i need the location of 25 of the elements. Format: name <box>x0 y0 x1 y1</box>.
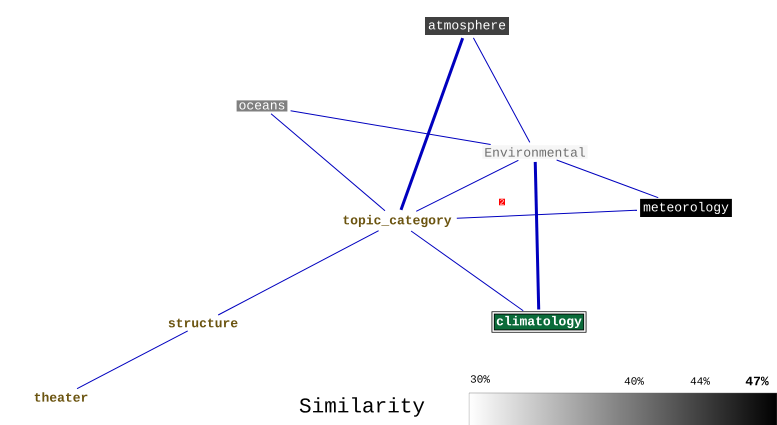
connector-line <box>556 160 659 198</box>
tick-label: 44% <box>690 377 710 385</box>
term-label: topic_category <box>340 212 454 230</box>
term-box: climatology <box>492 311 586 333</box>
connector-line <box>290 110 492 146</box>
term-box: meteorology <box>640 198 732 218</box>
term-label: theater <box>32 390 90 404</box>
connector-line <box>400 38 464 210</box>
connector-line <box>76 330 188 390</box>
scale-title: Similarity <box>300 397 424 417</box>
term-label: structure <box>166 316 240 330</box>
connector-line <box>534 162 540 310</box>
term-box: atmosphere <box>425 16 509 36</box>
tick-label: 47% <box>746 376 769 386</box>
tick-label: 30% <box>470 375 490 383</box>
connector-line <box>270 113 386 212</box>
connector-line <box>410 230 524 312</box>
connector-line <box>218 230 380 316</box>
connector-line <box>456 210 638 219</box>
term-box: oceans <box>236 100 288 112</box>
connector-line <box>416 160 519 212</box>
count-badge: 2 <box>499 198 505 206</box>
connector-line <box>472 37 530 143</box>
term-box: Environmental <box>482 145 588 159</box>
tick-label: 40% <box>624 377 644 385</box>
